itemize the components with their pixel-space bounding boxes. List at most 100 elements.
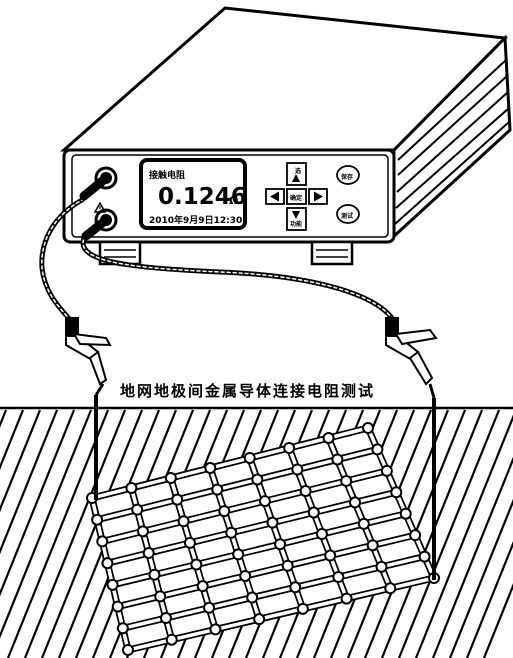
keypad [265, 162, 360, 231]
screen-title: 接触电阻 [149, 171, 186, 181]
grid-joint [142, 547, 155, 560]
grid-joint [196, 580, 209, 593]
lcd-screen [139, 158, 247, 230]
hatch-line [431, 456, 513, 658]
caption: 地网地极间金属导体连接电阻测试 [120, 382, 376, 400]
down-arrow-icon [292, 211, 300, 219]
grid-joint [399, 507, 412, 520]
grid-joint [371, 443, 384, 456]
grid-joint [190, 558, 203, 571]
grid-joint [232, 548, 245, 561]
hatch-line [0, 409, 59, 555]
left-alligator-clip [65, 317, 112, 396]
up-arrow-icon [292, 174, 300, 182]
hatch-line [23, 409, 127, 658]
grid-bar-highlight [126, 576, 436, 652]
grid-bar-highlight [121, 554, 427, 631]
grid-joint [111, 600, 124, 613]
grid-joint [253, 613, 266, 626]
grid-joint [340, 474, 353, 487]
grid-joint [165, 633, 178, 646]
grid-bar-highlight [105, 490, 399, 565]
grid-joint [96, 535, 109, 548]
key-down-label: 功能 [290, 221, 303, 228]
grid-joint [331, 453, 344, 466]
key-save-label: 保存 [341, 174, 354, 181]
key-up-label: 选 [295, 168, 302, 175]
grid-joint [409, 529, 422, 542]
hatch-line [0, 409, 76, 597]
hatch-line [0, 409, 93, 639]
grid-joint [274, 538, 287, 551]
grid-joint [251, 473, 264, 486]
grid-joint [384, 582, 397, 595]
hatch-line [448, 498, 513, 658]
grid-joint [289, 581, 302, 594]
hatch-line [40, 409, 144, 658]
grid-joint [131, 503, 144, 516]
grid-joint [225, 526, 238, 539]
grid-joint [171, 493, 184, 506]
grid-joint [218, 505, 231, 518]
key-test-label: 测试 [341, 213, 354, 220]
grid-joint [281, 559, 294, 572]
grid-bar-highlight [90, 426, 370, 500]
grid-bar-highlight [110, 511, 408, 587]
grid-joint [211, 483, 224, 496]
grid-joint [159, 612, 172, 625]
grid-joint [101, 557, 114, 570]
test-leads [39, 173, 395, 325]
hatch-line [482, 583, 513, 658]
grid-joint [243, 452, 256, 464]
grid-joint [148, 568, 161, 581]
grid-joint [340, 592, 353, 605]
hatch-line [0, 409, 25, 470]
grid-joint [349, 496, 362, 509]
hatch-line [6, 409, 110, 658]
hatch-line [0, 409, 42, 513]
screen-datetime: 2010年9月9日12:30 [149, 216, 243, 226]
grid-joint [183, 536, 196, 549]
grid-joint [307, 506, 320, 519]
grid-joint [418, 550, 431, 563]
grid-joint [136, 525, 149, 538]
grid-joint [177, 515, 190, 528]
grid-joint [322, 432, 335, 444]
grid-bar-highlight [115, 533, 417, 609]
grid-joint [315, 528, 328, 541]
grid-joint [204, 462, 217, 474]
grid-joint [291, 463, 304, 476]
grid-joint [154, 590, 167, 603]
grid-joint [125, 482, 138, 494]
grid-joint [209, 623, 222, 636]
hatch-line [397, 409, 501, 658]
screen-unit: Ω [229, 194, 239, 207]
grid-joint [106, 578, 119, 591]
grid-joint [332, 571, 345, 584]
hatch-line [414, 414, 513, 658]
grid-joint [380, 464, 393, 477]
grid-joint [246, 591, 259, 604]
grid-bar-highlight [100, 469, 389, 544]
grid-joint [366, 539, 379, 552]
warning-triangle-icon [93, 201, 107, 213]
grid-joint [164, 472, 177, 484]
key-set-label: 确定 [290, 195, 303, 202]
grid-joint [362, 422, 374, 434]
screen-resistance-value: 0.1246 [158, 184, 247, 210]
grid-joint [296, 602, 309, 615]
grid-joint [375, 560, 388, 573]
grid-joint [266, 516, 279, 529]
grid-joint [283, 442, 296, 454]
left-arrow-icon [270, 191, 279, 202]
grid-joint [324, 549, 337, 562]
grid-joint [122, 644, 134, 656]
ground-grid [86, 422, 440, 656]
grid-joint [299, 485, 312, 498]
grid-joint [239, 569, 252, 582]
grid-joint [203, 601, 216, 614]
grid-joint [258, 495, 271, 508]
grid-joint [357, 517, 370, 530]
grid-joint [91, 513, 104, 526]
